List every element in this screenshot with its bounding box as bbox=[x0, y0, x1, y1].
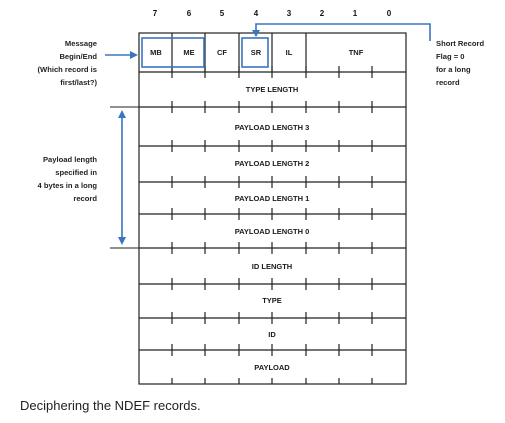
message-begin-end-note: Message Begin/End (Which record is first… bbox=[38, 39, 98, 87]
payload-length-note: Payload length specified in 4 bytes in a… bbox=[38, 155, 98, 203]
row-payload-length-1: PAYLOAD LENGTH 1 bbox=[235, 194, 310, 203]
field-il: IL bbox=[286, 48, 293, 57]
bit-ticks bbox=[171, 66, 373, 384]
bit-number-4: 4 bbox=[254, 9, 259, 18]
payload-length-line-1: Payload length bbox=[43, 155, 97, 164]
header-cell-dividers bbox=[171, 33, 307, 72]
message-begin-end-line-4: first/last?) bbox=[60, 78, 97, 87]
row-payload: PAYLOAD bbox=[254, 363, 290, 372]
row-payload-length-0: PAYLOAD LENGTH 0 bbox=[235, 227, 310, 236]
field-me: ME bbox=[183, 48, 194, 57]
payload-length-double-arrow bbox=[118, 110, 126, 245]
short-record-note: Short Record Flag = 0 for a long record bbox=[436, 39, 484, 87]
field-sr: SR bbox=[251, 48, 262, 57]
row-payload-length-2: PAYLOAD LENGTH 2 bbox=[235, 159, 310, 168]
bit-number-3: 3 bbox=[287, 9, 292, 18]
message-begin-end-line-1: Message bbox=[65, 39, 97, 48]
row-type: TYPE bbox=[262, 296, 282, 305]
payload-length-bracket bbox=[110, 106, 139, 249]
message-begin-end-arrow bbox=[105, 51, 138, 59]
record-table bbox=[138, 32, 407, 385]
short-record-line-3: for a long bbox=[436, 65, 471, 74]
field-cf: CF bbox=[217, 48, 227, 57]
row-payload-length-3: PAYLOAD LENGTH 3 bbox=[235, 123, 310, 132]
bit-number-header: 7 6 5 4 3 2 1 0 bbox=[153, 9, 392, 18]
header-fields: MB ME CF SR IL TNF bbox=[150, 48, 364, 57]
payload-length-line-2: specified in bbox=[55, 168, 97, 177]
message-begin-end-line-3: (Which record is bbox=[38, 65, 98, 74]
highlight-boxes bbox=[141, 37, 269, 68]
short-record-line-2: Flag = 0 bbox=[436, 52, 465, 61]
row-type-length: TYPE LENGTH bbox=[246, 85, 299, 94]
bit-number-6: 6 bbox=[187, 9, 192, 18]
short-record-connector bbox=[252, 23, 431, 41]
field-tnf: TNF bbox=[349, 48, 364, 57]
row-id: ID bbox=[268, 330, 276, 339]
short-record-line-4: record bbox=[436, 78, 460, 87]
short-record-line-1: Short Record bbox=[436, 39, 484, 48]
bit-number-2: 2 bbox=[320, 9, 325, 18]
payload-length-line-3: 4 bytes in a long bbox=[38, 181, 98, 190]
mb-me-highlight bbox=[141, 37, 205, 68]
bit-number-7: 7 bbox=[153, 9, 158, 18]
message-begin-end-line-2: Begin/End bbox=[59, 52, 97, 61]
field-mb: MB bbox=[150, 48, 162, 57]
bit-number-0: 0 bbox=[387, 9, 392, 18]
sr-highlight bbox=[241, 37, 269, 68]
payload-length-line-4: record bbox=[73, 194, 97, 203]
bit-number-5: 5 bbox=[220, 9, 225, 18]
row-id-length: ID LENGTH bbox=[252, 262, 292, 271]
figure-caption: Deciphering the NDEF records. bbox=[20, 398, 201, 413]
row-labels: TYPE LENGTH PAYLOAD LENGTH 3 PAYLOAD LEN… bbox=[235, 85, 310, 372]
bit-number-1: 1 bbox=[353, 9, 358, 18]
